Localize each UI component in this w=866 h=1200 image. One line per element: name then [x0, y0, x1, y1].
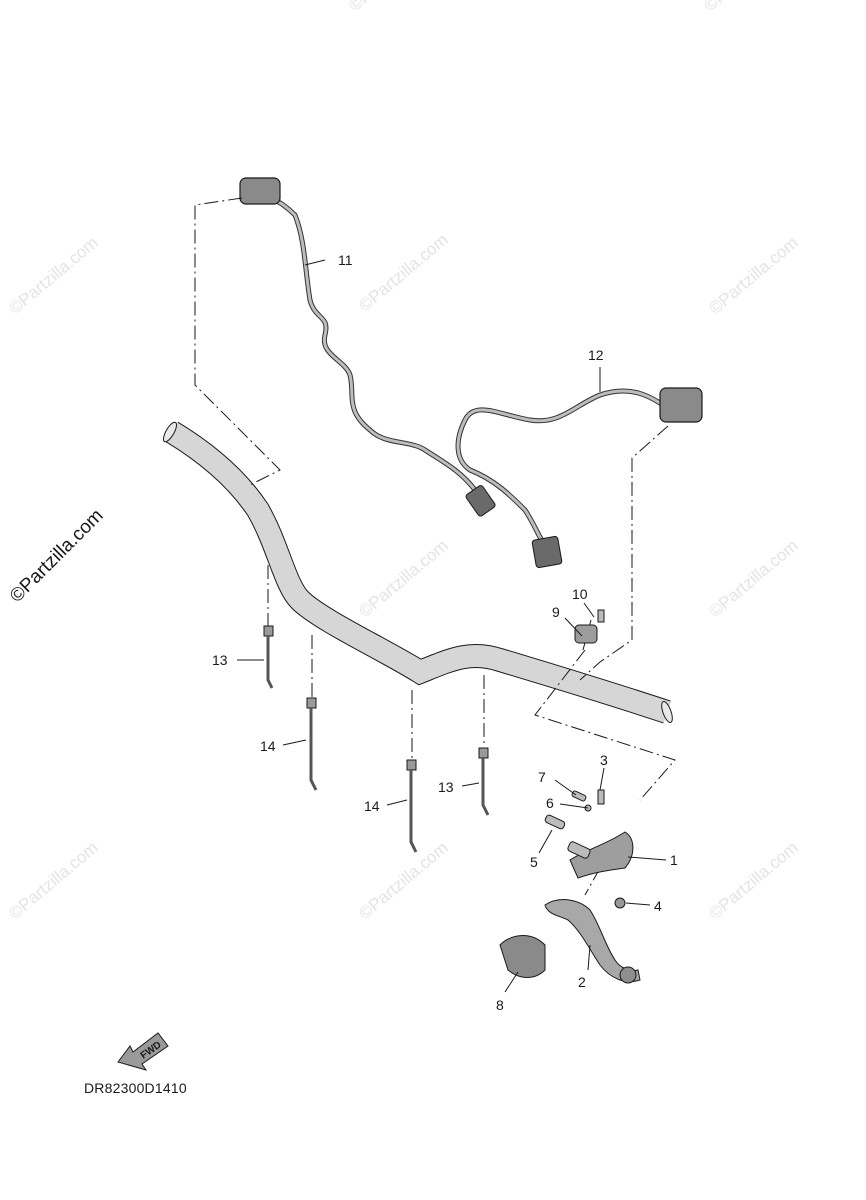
watermark: ©Partzilla.com	[345, 0, 441, 15]
leader-lines	[237, 259, 667, 993]
callout-10: 10	[572, 586, 588, 602]
callout-9: 9	[552, 604, 560, 620]
cable-ties	[263, 625, 490, 853]
diagram-code: DR82300D1410	[84, 1080, 187, 1096]
callout-4: 4	[654, 898, 662, 914]
callout-8: 8	[496, 997, 504, 1013]
watermark-layer: ©Partzilla.com ©Partzilla.com ©Partzilla…	[5, 0, 801, 923]
callout-14: 14	[260, 738, 276, 754]
callout-1: 1	[670, 852, 678, 868]
watermark: ©Partzilla.com	[5, 233, 101, 318]
watermark: ©Partzilla.com	[705, 838, 801, 923]
switch-assembly-12	[455, 387, 703, 569]
callout-5: 5	[530, 854, 538, 870]
callout-14: 14	[364, 798, 380, 814]
callout-2: 2	[578, 974, 586, 990]
handlebar	[163, 421, 673, 724]
callout-11: 11	[338, 252, 353, 268]
callout-3: 3	[600, 752, 608, 768]
callout-6: 6	[546, 795, 554, 811]
callout-13: 13	[212, 652, 228, 668]
callout-7: 7	[538, 769, 546, 785]
watermark: ©Partzilla.com	[705, 536, 801, 621]
watermark: ©Partzilla.com	[705, 233, 801, 318]
callout-numbers: 11 12 13 14 14 13 10 9 7 6 5 3 1 4 2 8	[212, 252, 678, 1013]
fwd-arrow-icon: FWD	[117, 1032, 169, 1071]
callout-13: 13	[438, 779, 454, 795]
watermark: ©Partzilla.com	[355, 838, 451, 923]
watermark: ©Partzilla.com	[5, 838, 101, 923]
watermark: ©Partzilla.com	[355, 536, 451, 621]
lever-assembly	[499, 609, 641, 984]
watermark: ©Partzilla.com	[355, 230, 451, 315]
watermark: ©Partzilla.com	[700, 0, 796, 15]
callout-12: 12	[588, 347, 604, 363]
switch-assembly-11	[239, 177, 496, 517]
